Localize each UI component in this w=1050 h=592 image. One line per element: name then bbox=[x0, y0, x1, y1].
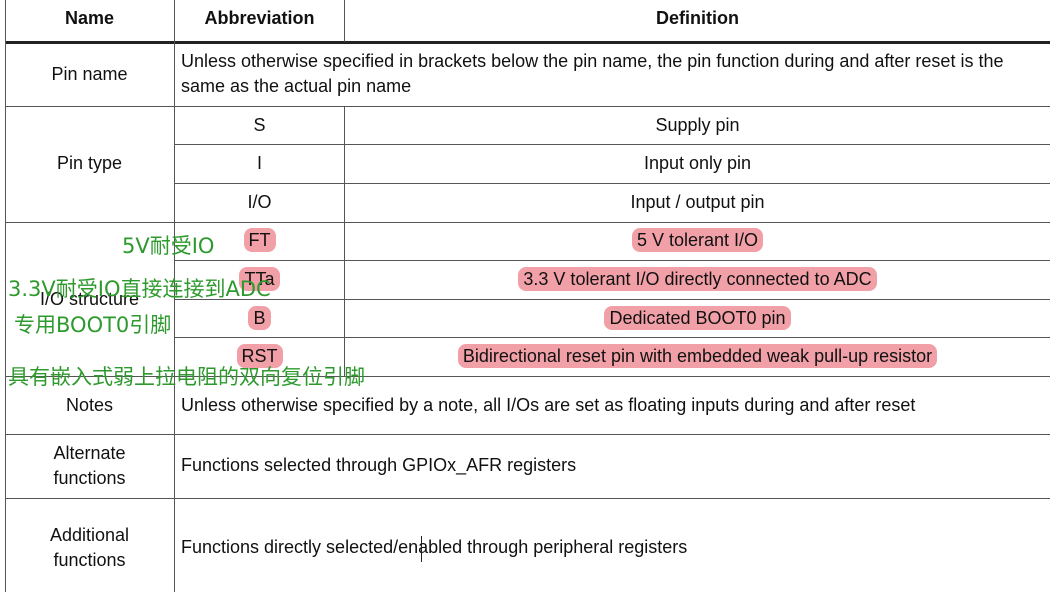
additional-label-line2: functions bbox=[53, 550, 126, 570]
alternate-label-line2: functions bbox=[53, 468, 126, 488]
notes-definition: Unless otherwise specified by a note, al… bbox=[181, 395, 916, 415]
row-border-6 bbox=[174, 299, 1050, 300]
io-abbr-tta-text: TTa bbox=[239, 267, 280, 291]
alternate-label: Alternate functions bbox=[5, 441, 174, 491]
header-definition: Definition bbox=[656, 8, 739, 28]
io-def-ft: 5 V tolerant I/O bbox=[345, 228, 1050, 253]
row-border-10 bbox=[5, 498, 1050, 499]
alternate-label-line1: Alternate bbox=[53, 443, 126, 463]
annotation-b: 专用BOOT0引脚 bbox=[14, 313, 172, 337]
io-abbr-b: B bbox=[175, 306, 344, 331]
io-abbr-tta: TTa bbox=[175, 267, 344, 292]
col-divider-1 bbox=[174, 0, 175, 592]
additional-label: Additional functions bbox=[5, 523, 174, 573]
pin-type-abbr-s: S bbox=[253, 115, 266, 135]
annotation-rst: 具有嵌入式弱上拉电阻的双向复位引脚 bbox=[8, 365, 365, 389]
pin-name-definition: Unless otherwise specified in brackets b… bbox=[181, 51, 1004, 96]
header-abbreviation: Abbreviation bbox=[204, 8, 315, 28]
header-name: Name bbox=[64, 8, 115, 28]
io-def-rst: Bidirectional reset pin with embedded we… bbox=[345, 344, 1050, 369]
col-divider-2-body bbox=[344, 106, 345, 376]
row-border-4 bbox=[5, 222, 1050, 223]
io-abbr-rst-text: RST bbox=[236, 344, 283, 368]
io-abbr-ft: FT bbox=[175, 228, 344, 253]
io-abbr-ft-text: FT bbox=[243, 228, 276, 252]
annotation-ft: 5V耐受IO bbox=[122, 234, 215, 258]
io-abbr-b-text: B bbox=[248, 306, 271, 330]
alternate-definition: Functions selected through GPIOx_AFR reg… bbox=[181, 455, 577, 475]
pin-type-def-io: Input / output pin bbox=[630, 192, 765, 212]
io-abbr-rst: RST bbox=[175, 344, 344, 369]
pin-type-abbr-i: I bbox=[256, 153, 262, 173]
pin-type-abbr-io: I/O bbox=[247, 192, 272, 212]
row-border-9 bbox=[5, 434, 1050, 435]
row-border-2 bbox=[174, 144, 1050, 145]
io-def-b: Dedicated BOOT0 pin bbox=[345, 306, 1050, 331]
pin-type-def-s: Supply pin bbox=[655, 115, 740, 135]
row-border-3 bbox=[174, 183, 1050, 184]
pin-type-def-i: Input only pin bbox=[643, 153, 752, 173]
io-def-ft-text: 5 V tolerant I/O bbox=[631, 228, 764, 252]
notes-label: Notes bbox=[65, 395, 114, 415]
io-structure-label: I/O structure bbox=[39, 289, 140, 309]
additional-label-line1: Additional bbox=[49, 525, 130, 545]
row-border-8 bbox=[5, 376, 1050, 377]
row-border-7 bbox=[174, 337, 1050, 338]
io-def-b-text: Dedicated BOOT0 pin bbox=[604, 306, 791, 330]
row-border-1 bbox=[5, 106, 1050, 107]
col-divider-2-header bbox=[344, 0, 345, 42]
row-border-5 bbox=[174, 260, 1050, 261]
left-border bbox=[5, 0, 6, 592]
pin-name-label: Pin name bbox=[51, 64, 128, 84]
io-def-tta: 3.3 V tolerant I/O directly connected to… bbox=[345, 267, 1050, 292]
text-cursor bbox=[421, 536, 422, 562]
header-border bbox=[5, 41, 1050, 44]
pin-type-label: Pin type bbox=[56, 153, 123, 173]
annotation-tta: 3.3V耐受IO直接连接到ADC bbox=[8, 277, 271, 301]
additional-definition: Functions directly selected/enabled thro… bbox=[181, 537, 688, 557]
io-def-tta-text: 3.3 V tolerant I/O directly connected to… bbox=[518, 267, 877, 291]
io-def-rst-text: Bidirectional reset pin with embedded we… bbox=[457, 344, 938, 368]
